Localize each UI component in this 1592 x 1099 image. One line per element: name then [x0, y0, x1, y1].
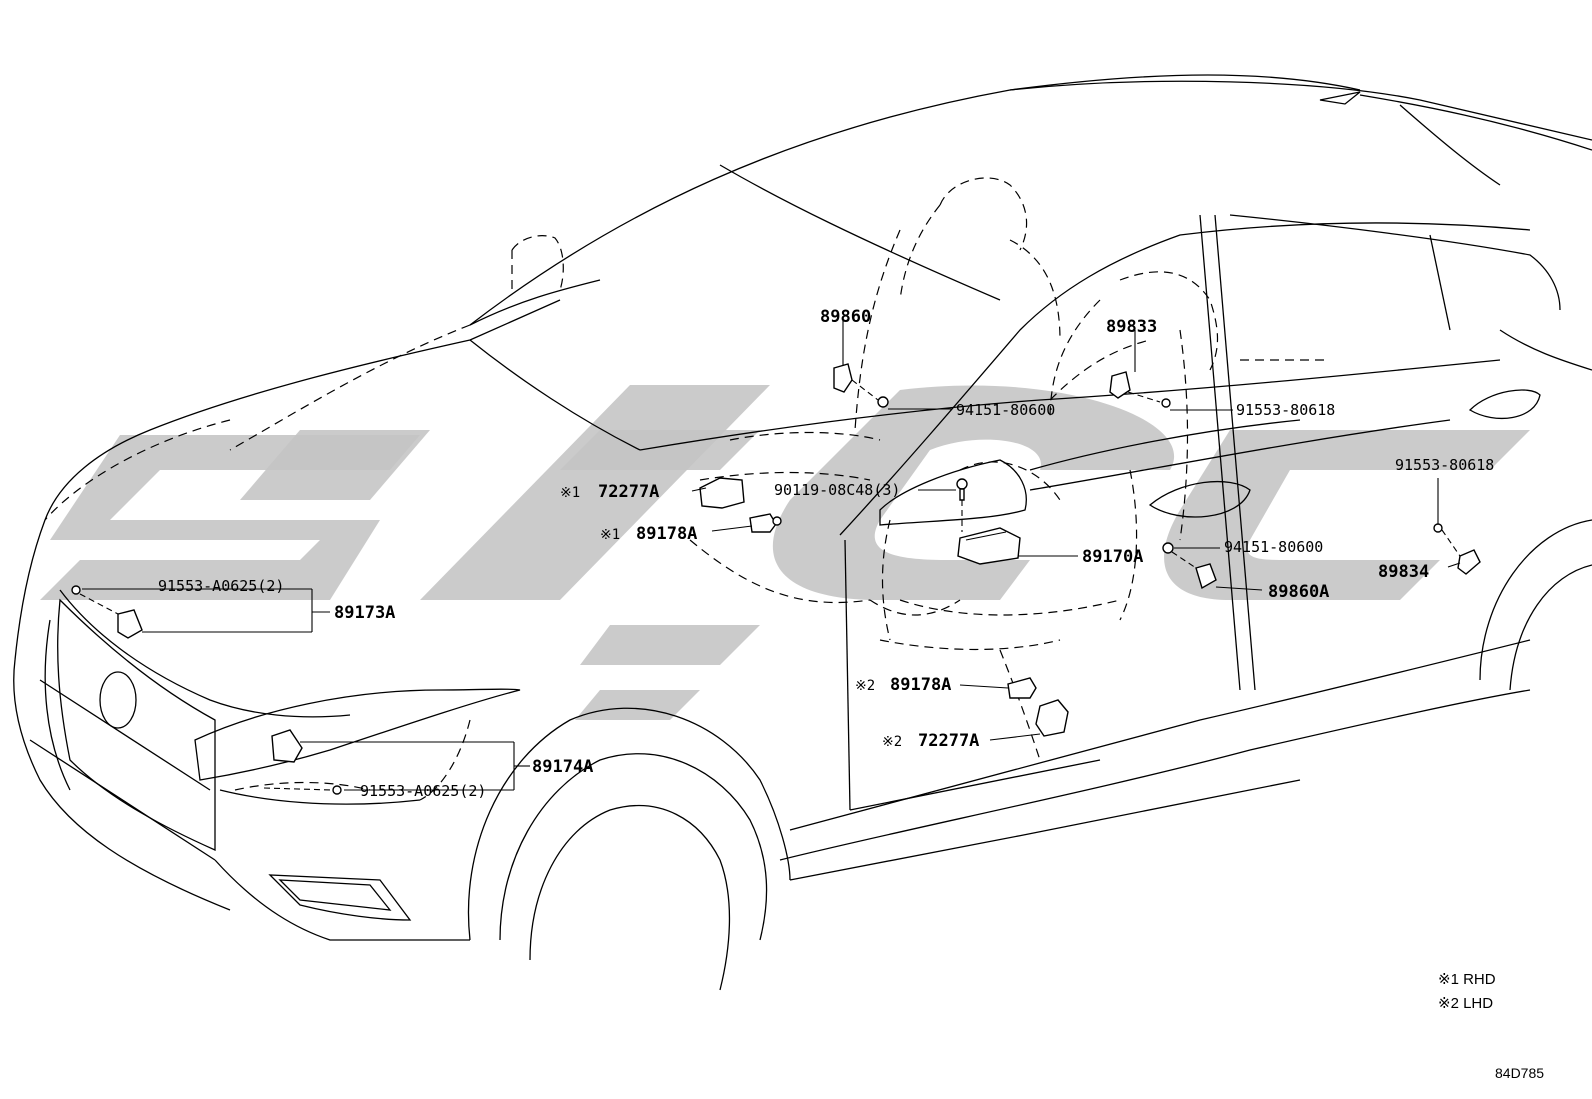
label-91553-A0625-upper: 91553-A0625(2) [158, 577, 284, 595]
label-89173A: 89173A [334, 603, 395, 623]
connector-89178A-lhd-shape [1007, 677, 1037, 699]
legend-rhd: ※1 RHD [1438, 971, 1496, 988]
sensor-89860A-shape [1162, 542, 1217, 590]
mark-rhd-89178A: ※1 [600, 527, 620, 543]
label-89178A-rhd: 89178A [636, 524, 697, 544]
label-72277A-lhd: 72277A [918, 731, 979, 751]
label-72277A-rhd: 72277A [598, 482, 659, 502]
label-94151-80600-upper: 94151-80600 [956, 401, 1055, 419]
legend: ※1 RHD ※2 LHD [1438, 971, 1496, 1012]
label-91553-A0625-lower: 91553-A0625(2) [360, 782, 486, 800]
sensor-89173A-shape [71, 585, 143, 639]
ecu-89170A-shape [957, 527, 1021, 565]
label-89860A: 89860A [1268, 582, 1329, 602]
label-89174A: 89174A [532, 757, 593, 777]
sensor-72277A-rhd-shape [699, 477, 745, 509]
label-91553-80618-upper: 91553-80618 [1236, 401, 1335, 419]
watermark-logo [40, 385, 1530, 720]
label-94151-80600-lower: 94151-80600 [1224, 538, 1323, 556]
label-89178A-lhd: 89178A [890, 675, 951, 695]
leader-lines [79, 320, 1461, 791]
mark-lhd-89178A: ※2 [855, 678, 875, 694]
sensor-89834-shape [1433, 523, 1481, 575]
label-91553-80618-rear: 91553-80618 [1395, 456, 1494, 474]
car-body-outline [13, 74, 1592, 991]
mark-rhd-72277A: ※1 [560, 485, 580, 501]
bolt-90119-shape [956, 478, 968, 501]
interior-hidden-lines [44, 177, 1330, 801]
label-89170A: 89170A [1082, 547, 1143, 567]
sensor-89174A-shape [271, 729, 342, 795]
label-89833: 89833 [1106, 317, 1157, 337]
label-89834: 89834 [1378, 562, 1429, 582]
sensor-72277A-lhd-shape [1035, 699, 1069, 737]
label-89860: 89860 [820, 307, 871, 327]
label-90119-08C48: 90119-08C48(3) [774, 481, 900, 499]
sensor-89833-shape [1109, 371, 1171, 408]
connector-89178A-rhd-shape [749, 513, 782, 533]
sensor-89860-shape [833, 363, 889, 408]
mark-lhd-72277A: ※2 [882, 734, 902, 750]
diagram-code: 84D785 [1495, 1065, 1544, 1081]
legend-lhd: ※2 LHD [1438, 995, 1493, 1012]
part-labels: 89860 94151-80600 89833 91553-80618 ※1 7… [158, 307, 1494, 800]
